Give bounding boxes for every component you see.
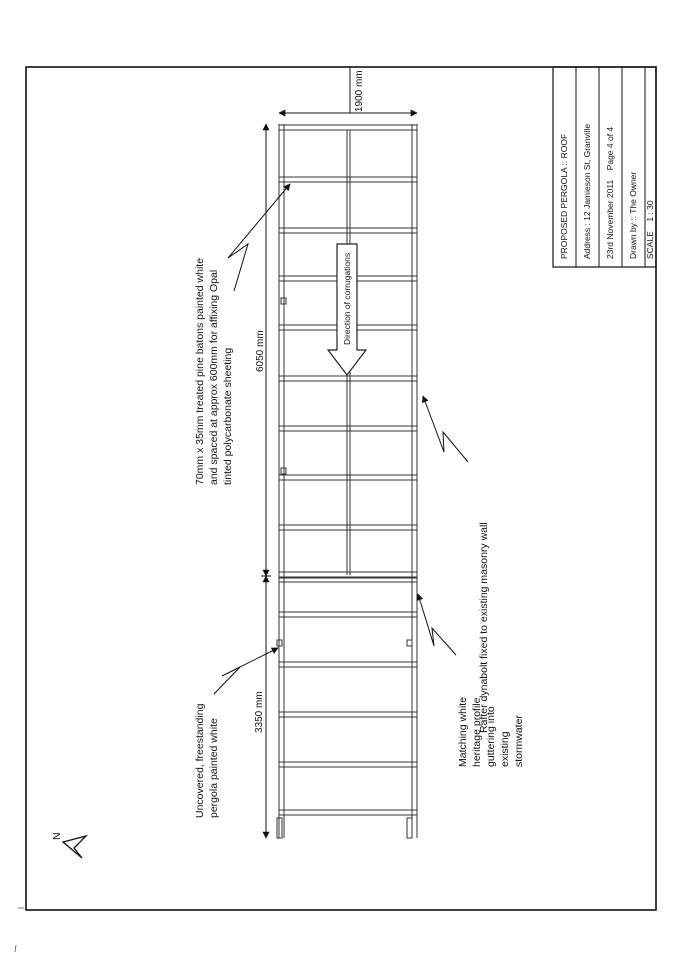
north-arrow-icon: N — [51, 832, 89, 859]
dimension-covered-label: 6050 mm — [255, 330, 266, 372]
post — [406, 817, 413, 839]
title-block-address: Address : 12 Jamieson St, Granville — [582, 124, 592, 259]
bracket — [280, 297, 287, 305]
baton-note-line-1: 70mm x 35mm treated pine batons painted … — [194, 258, 206, 485]
baton-note: 70mm x 35mm treated pine batons painted … — [194, 258, 234, 485]
dimension-width: 1900 mm — [278, 67, 418, 117]
dimension-width-label: 1900 mm — [354, 70, 365, 112]
guttering-note-line-4: existing — [499, 731, 511, 767]
baton-note-line-2: and spaced at approx 600mm for affixing … — [208, 270, 220, 485]
pergola-note-line-1: Uncovered, freestanding — [194, 703, 206, 818]
guttering-note: Matching white heritage profile gutterin… — [457, 697, 525, 767]
title-block-drawn-by: Drawn by :: The Owner — [628, 172, 638, 259]
guttering-note-line-1: Matching white — [457, 697, 469, 767]
guttering-note-line-3: guttering into — [485, 706, 497, 767]
corrugation-arrow: Direction of corrugations — [326, 243, 368, 376]
post — [406, 639, 413, 647]
corrugation-label: Direction of corrugations — [342, 253, 352, 345]
guttering-note-line-5: stormwater — [513, 715, 525, 767]
pergola-note-line-2: pergola painted white — [208, 718, 220, 818]
title-block-scale: SCALE 1 : 30 — [645, 200, 655, 259]
rafters — [278, 124, 418, 816]
title-block-title: PROPOSED PERGOLA :: ROOF — [559, 134, 569, 259]
dimension-uncovered-label: 3350 mm — [254, 691, 265, 733]
scan-marks — [14, 907, 24, 953]
bracket — [280, 467, 287, 475]
pergola-note: Uncovered, freestanding pergola painted … — [194, 703, 220, 818]
north-label: N — [51, 832, 63, 840]
guttering-note-line-2: heritage profile — [471, 697, 483, 767]
baton-note-line-3: tinted polycarbonate sheeting — [222, 348, 234, 485]
title-block-date-page: 23rd November 2011 Page 4 of 4 — [605, 127, 615, 259]
pergola-frame — [276, 124, 418, 839]
leader-lines — [213, 183, 469, 695]
title-block: PROPOSED PERGOLA :: ROOF Address : 12 Ja… — [552, 66, 657, 268]
dynabolt-note: Rafter dynabolt fixed to existing masonr… — [478, 522, 490, 733]
sheet-border — [25, 66, 657, 911]
post — [276, 817, 283, 839]
post — [276, 639, 283, 647]
dimension-length: 6050 mm 3350 mm — [254, 123, 271, 839]
